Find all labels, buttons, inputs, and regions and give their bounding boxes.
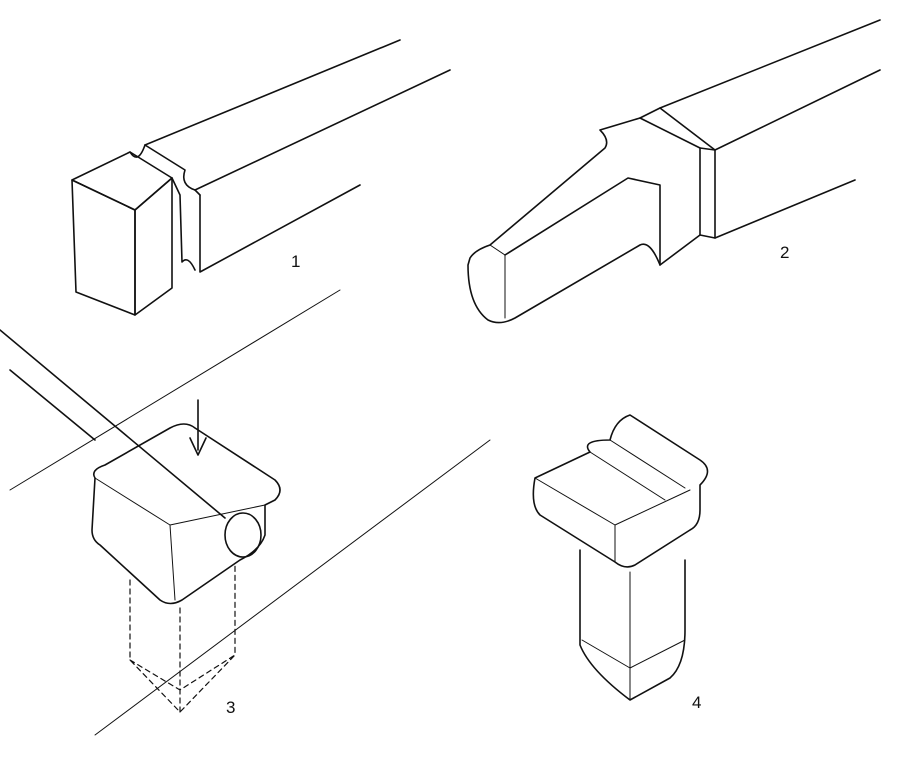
fig1-block-front: [71, 179, 136, 316]
fig2-bar-top: [659, 19, 881, 109]
figure-label-1: 1: [291, 252, 301, 271]
fig1-block-side: [134, 177, 173, 316]
fig4-head-edges: [534, 477, 691, 563]
fig2-collar: [639, 107, 716, 239]
fig1-bar-mid-edge: [194, 69, 451, 191]
fig1-block-top: [71, 151, 173, 211]
fig4-tool-head: [532, 414, 709, 568]
fig1-notch-top: [129, 144, 196, 191]
figure-3-drawing: [0, 289, 491, 736]
figure-label-4: 4: [692, 693, 702, 712]
arrow-down-icon: [189, 399, 207, 456]
figure-1-drawing: [71, 39, 451, 316]
figure-label-2: 2: [780, 243, 790, 262]
fig3-anvil-edge-front: [94, 439, 491, 736]
fig4-shank-edges: [581, 571, 686, 701]
fig3-rod: [0, 329, 226, 519]
fig2-bar-mid: [699, 69, 881, 151]
fig2-tang: [467, 117, 701, 324]
fig3-tool-edges: [94, 477, 266, 601]
figure-2-drawing: [467, 19, 881, 324]
fig2-shoulder: [504, 177, 661, 266]
fig3-tool-head: [91, 423, 281, 605]
fig2-tang-edge: [489, 244, 506, 319]
fig3-hidden-shank: [129, 564, 236, 713]
figure-label-3: 3: [226, 698, 236, 717]
fig1-edge: [194, 189, 201, 196]
fig4-shank: [579, 549, 686, 701]
fig1-bar-side: [199, 184, 361, 273]
fig3-anvil-edge-back: [9, 289, 341, 491]
fig1-notch-side: [171, 177, 196, 271]
figure-4-drawing: [532, 414, 709, 701]
fig2-bar-bottom: [714, 179, 856, 239]
fig4-groove: [589, 439, 686, 501]
fig1-bar-top-edge: [144, 39, 401, 146]
fig3-rod-end: [224, 512, 262, 558]
